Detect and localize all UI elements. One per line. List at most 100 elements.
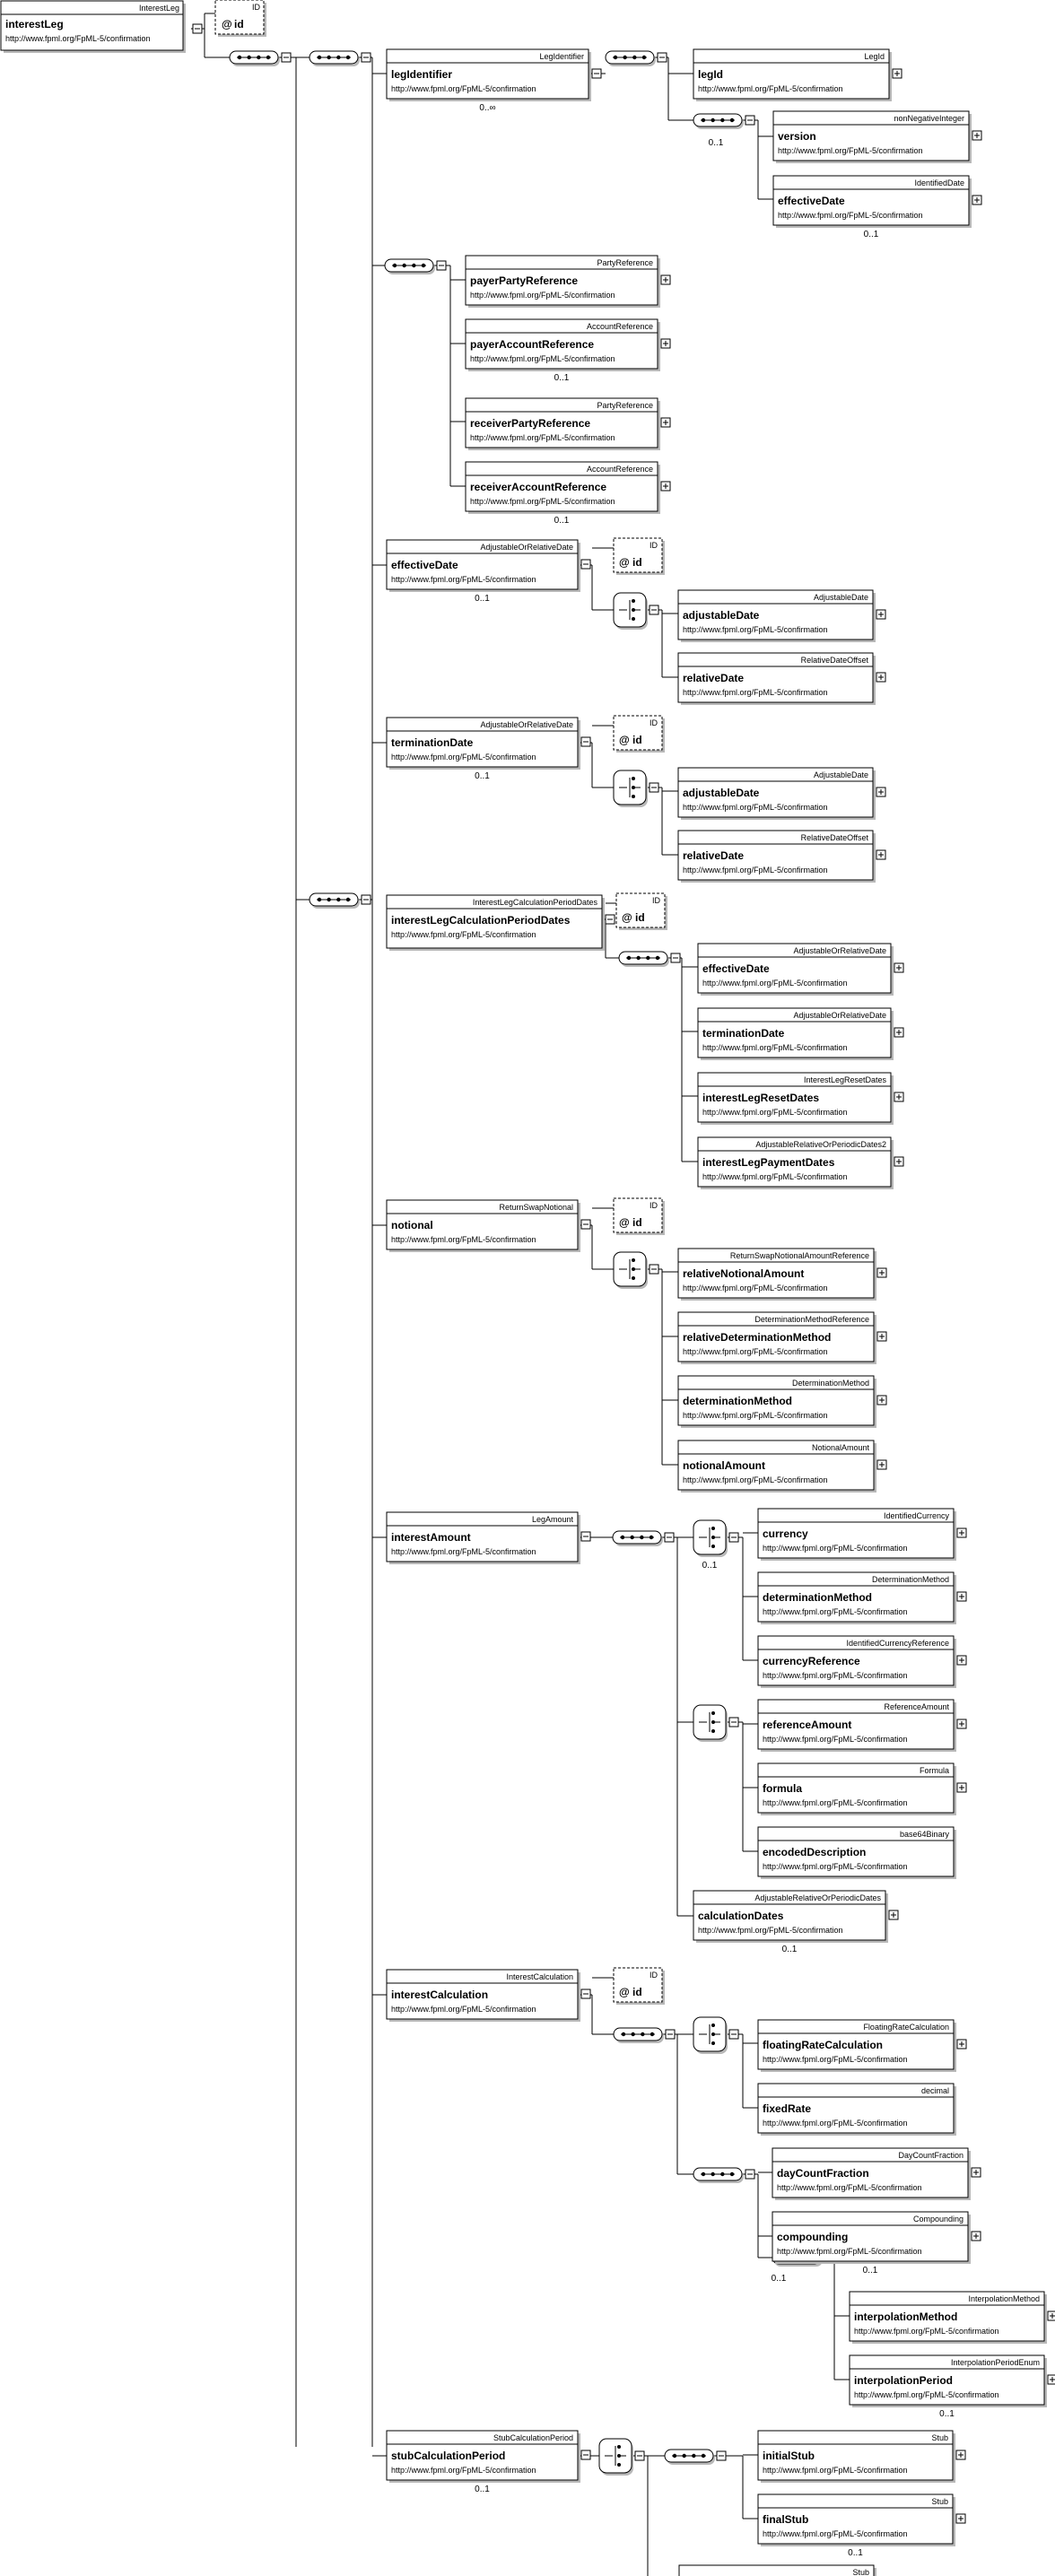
collapse-icon[interactable] [580, 1531, 591, 1542]
element-refAmount[interactable]: ReferenceAmountreferenceAmounthttp://www… [757, 1699, 956, 1752]
expand-icon[interactable] [892, 68, 902, 79]
choice-icon[interactable] [693, 1704, 728, 1742]
element-detMethod2[interactable]: DeterminationMethoddeterminationMethodht… [757, 1571, 956, 1624]
sequence-icon[interactable] [618, 951, 669, 967]
collapse-icon[interactable] [657, 52, 667, 63]
sequence-icon[interactable] [613, 2027, 664, 2043]
collapse-icon[interactable] [436, 260, 447, 271]
expand-icon[interactable] [876, 1395, 887, 1405]
expand-icon[interactable] [888, 1910, 899, 1920]
element-paymentDates[interactable]: AdjustableRelativeOrPeriodicDates2intere… [697, 1136, 894, 1189]
expand-icon[interactable] [894, 1092, 904, 1102]
sequence-icon[interactable] [309, 892, 360, 909]
expand-icon[interactable] [1047, 2311, 1055, 2321]
collapse-icon[interactable] [670, 953, 681, 963]
collapse-icon[interactable] [580, 1219, 591, 1230]
element-notionalAmount[interactable]: NotionalAmountnotionalAmounthttp://www.f… [677, 1440, 876, 1493]
attribute-id[interactable]: ID@id [613, 715, 665, 753]
element-stubCalc[interactable]: StubCalculationPeriodstubCalculationPeri… [386, 2430, 580, 2494]
element-currencyRef[interactable]: IdentifiedCurrencyReferencecurrencyRefer… [757, 1635, 956, 1688]
expand-icon[interactable] [972, 130, 982, 141]
element-legId[interactable]: LegIdlegIdhttp://www.fpml.org/FpML-5/con… [693, 48, 892, 101]
sequence-icon[interactable] [605, 50, 656, 66]
element-receiverAccount[interactable]: AccountReferencereceiverAccountReference… [465, 461, 660, 526]
collapse-icon[interactable] [605, 914, 615, 925]
collapse-icon[interactable] [716, 2450, 727, 2461]
expand-icon[interactable] [876, 609, 886, 620]
sequence-icon[interactable] [693, 113, 744, 129]
choice-icon[interactable] [693, 1519, 728, 1557]
sequence-icon[interactable] [309, 50, 360, 66]
expand-icon[interactable] [956, 1591, 967, 1602]
expand-icon[interactable] [660, 417, 671, 428]
collapse-icon[interactable] [745, 2169, 755, 2180]
element-calcDates[interactable]: AdjustableRelativeOrPeriodicDatescalcula… [693, 1890, 888, 1954]
attribute-id[interactable]: ID@id [613, 537, 665, 575]
collapse-icon[interactable] [580, 559, 591, 570]
choice-icon[interactable] [613, 592, 648, 630]
element-interpPeriod[interactable]: InterpolationPeriodEnuminterpolationPeri… [849, 2354, 1047, 2419]
element-currency[interactable]: IdentifiedCurrencycurrencyhttp://www.fpm… [757, 1508, 956, 1561]
element-adjDate2[interactable]: AdjustableDateadjustableDatehttp://www.f… [677, 767, 876, 820]
collapse-icon[interactable] [580, 736, 591, 747]
element-interestCalc[interactable]: InterestCalculationinterestCalculationht… [386, 1969, 580, 2022]
collapse-icon[interactable] [728, 1717, 739, 1727]
expand-icon[interactable] [956, 1782, 967, 1793]
collapse-icon[interactable] [580, 2450, 591, 2460]
element-initialStub[interactable]: StubinitialStubhttp://www.fpml.org/FpML-… [757, 2430, 955, 2483]
collapse-icon[interactable] [361, 894, 371, 905]
expand-icon[interactable] [971, 2231, 981, 2241]
sequence-icon[interactable] [384, 258, 435, 274]
element-resetDates[interactable]: InterestLegResetDatesinterestLegResetDat… [697, 1072, 894, 1125]
attribute-id[interactable]: ID@id [214, 0, 266, 37]
element-ilcpd[interactable]: InterestLegCalculationPeriodDatesinteres… [386, 894, 605, 951]
element-interestAmount[interactable]: LegAmountinterestAmounthttp://www.fpml.o… [386, 1511, 580, 1564]
collapse-icon[interactable] [591, 68, 602, 79]
expand-icon[interactable] [660, 274, 671, 285]
element-relDetMethod[interactable]: DeterminationMethodReferencerelativeDete… [677, 1311, 876, 1364]
choice-icon[interactable] [613, 770, 648, 807]
collapse-icon[interactable] [665, 2029, 676, 2040]
element-encodedDesc[interactable]: base64BinaryencodedDescriptionhttp://www… [757, 1826, 956, 1879]
element-notional[interactable]: ReturnSwapNotionalnotionalhttp://www.fpm… [386, 1199, 580, 1252]
collapse-icon[interactable] [745, 115, 755, 126]
element-effectiveDate3[interactable]: AdjustableOrRelativeDateeffectiveDatehtt… [697, 943, 894, 996]
choice-icon[interactable] [693, 2016, 728, 2054]
expand-icon[interactable] [660, 481, 671, 492]
expand-icon[interactable] [876, 849, 886, 860]
element-effectiveDate1[interactable]: IdentifiedDateeffectiveDatehttp://www.fp… [772, 175, 972, 239]
expand-icon[interactable] [876, 1267, 887, 1278]
element-floatingRate[interactable]: FloatingRateCalculationfloatingRateCalcu… [757, 2019, 956, 2072]
element-finalStub2[interactable]: StubfinalStubhttp://www.fpml.org/FpML-5/… [678, 2564, 876, 2576]
collapse-icon[interactable] [649, 782, 659, 793]
element-fixedRate[interactable]: decimalfixedRatehttp://www.fpml.org/FpML… [757, 2083, 956, 2136]
expand-icon[interactable] [955, 2450, 966, 2460]
element-relDate2[interactable]: RelativeDateOffsetrelativeDatehttp://www… [677, 830, 876, 883]
expand-icon[interactable] [894, 962, 904, 973]
collapse-icon[interactable] [580, 1989, 591, 1999]
expand-icon[interactable] [956, 2039, 967, 2049]
element-payerParty[interactable]: PartyReferencepayerPartyReferencehttp://… [465, 255, 660, 308]
collapse-icon[interactable] [649, 1264, 659, 1275]
element-relNotional[interactable]: ReturnSwapNotionalAmountReferencerelativ… [677, 1248, 876, 1301]
sequence-icon[interactable] [229, 50, 280, 66]
attribute-id[interactable]: ID@id [613, 1967, 665, 2005]
choice-icon[interactable] [598, 2438, 633, 2476]
element-version[interactable]: nonNegativeIntegerversionhttp://www.fpml… [772, 110, 972, 163]
collapse-icon[interactable] [192, 23, 203, 34]
sequence-icon[interactable] [664, 2449, 715, 2465]
element-legIdentifier[interactable]: LegIdentifierlegIdentifierhttp://www.fpm… [386, 48, 591, 113]
expand-icon[interactable] [956, 1527, 967, 1538]
attribute-id[interactable]: ID@id [613, 1197, 665, 1235]
element-terminationDate2[interactable]: AdjustableOrRelativeDateterminationDateh… [697, 1007, 894, 1060]
choice-icon[interactable] [613, 1251, 648, 1289]
expand-icon[interactable] [1047, 2374, 1055, 2385]
collapse-icon[interactable] [664, 1532, 675, 1543]
expand-icon[interactable] [876, 1331, 887, 1342]
sequence-icon[interactable] [612, 1530, 663, 1546]
element-adjDate1[interactable]: AdjustableDateadjustableDatehttp://www.f… [677, 589, 876, 642]
collapse-icon[interactable] [728, 1532, 739, 1543]
expand-icon[interactable] [876, 672, 886, 683]
collapse-icon[interactable] [634, 2450, 645, 2461]
element-formula[interactable]: Formulaformulahttp://www.fpml.org/FpML-5… [757, 1762, 956, 1815]
